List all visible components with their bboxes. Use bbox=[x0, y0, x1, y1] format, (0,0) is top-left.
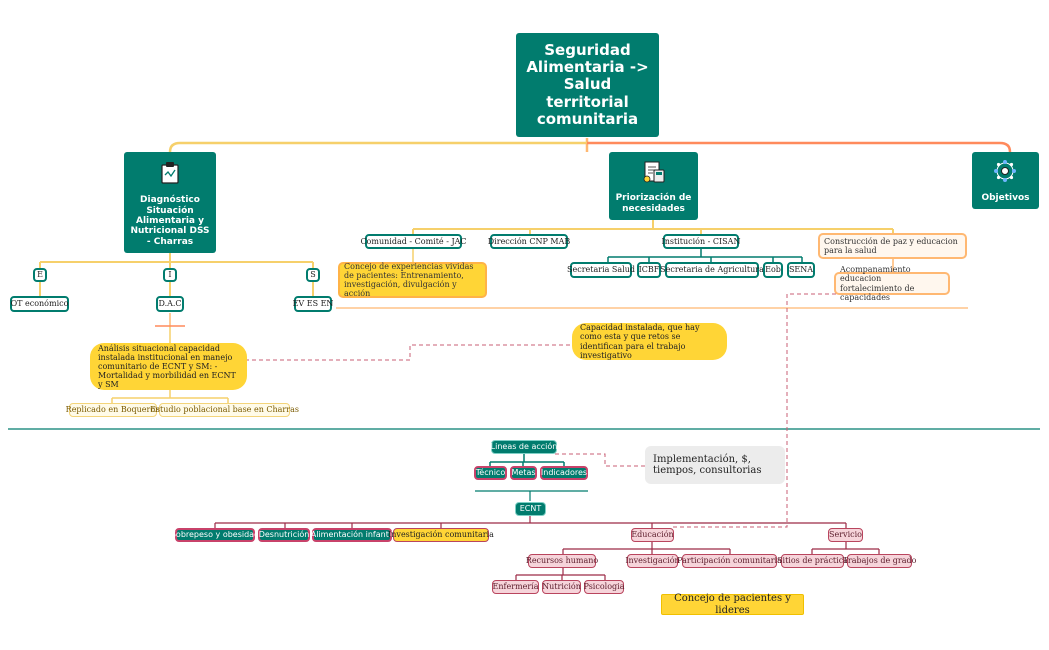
ecnt-sobrepeso[interactable]: Sobrepeso y obesidad bbox=[171, 528, 259, 542]
lineas-accion[interactable]: Lineas de acción bbox=[491, 440, 557, 454]
serv-trabajos-grado[interactable]: Trabajos de grado bbox=[843, 554, 916, 568]
replicado-boqueron[interactable]: Replicado en Boqueron bbox=[66, 403, 160, 417]
capacidad-text: Capacidad instalada, que hay como esta y… bbox=[580, 323, 700, 360]
concejo-pacientes-text: Concejo de pacientes y lideres bbox=[674, 593, 791, 616]
network-icon bbox=[994, 160, 1016, 182]
ecnt-educacion[interactable]: Educación bbox=[631, 528, 674, 542]
cisan-sena[interactable]: SENA bbox=[787, 262, 815, 278]
root-topic[interactable]: Seguridad Alimentaria -> Salud territori… bbox=[516, 33, 659, 137]
clipboard-icon bbox=[161, 162, 179, 184]
diag-letter-e[interactable]: E bbox=[33, 268, 47, 282]
acompanamiento-text: Acompanamiento educacion fortalecimiento… bbox=[840, 265, 915, 302]
serv-sitios-practica[interactable]: Sitios de práctica bbox=[777, 554, 848, 568]
construccion-paz-text: Construcción de paz y educacion para la … bbox=[824, 236, 958, 255]
rh-enfermeria[interactable]: Enfermería bbox=[492, 580, 539, 594]
estudio-poblacional[interactable]: Estudio poblacional base en Charras bbox=[150, 403, 299, 417]
ecnt-servicio[interactable]: Servicio bbox=[828, 528, 863, 542]
diag-ev-es-en[interactable]: EV ES EN bbox=[293, 296, 333, 312]
rh-psicologia[interactable]: Psicologia bbox=[584, 580, 624, 594]
diag-letter-i[interactable]: I bbox=[163, 268, 177, 282]
institucion-cisan[interactable]: Institución - CISAN bbox=[662, 234, 740, 249]
cisan-eob[interactable]: Eob bbox=[763, 262, 783, 278]
diag-dac[interactable]: D.A.C bbox=[156, 296, 184, 312]
ecnt-desnutricion[interactable]: Desnutrición bbox=[258, 528, 310, 542]
direccion-cnp-mab[interactable]: Dirección CNP MAB bbox=[488, 234, 570, 249]
cisan-secretaria-salud[interactable]: Secretaria Salud bbox=[567, 262, 635, 278]
linea-metas[interactable]: Metas bbox=[510, 466, 537, 480]
concejo-pacientes-lideres[interactable]: Concejo de pacientes y lideres bbox=[661, 593, 804, 616]
edu-participacion[interactable]: Participación comunitaria bbox=[677, 554, 782, 568]
construccion-paz[interactable]: Construcción de paz y educacion para la … bbox=[818, 233, 967, 259]
root-title: Seguridad Alimentaria -> Salud territori… bbox=[526, 40, 649, 128]
branch-objetivos-title: Objetivos bbox=[981, 192, 1030, 203]
ecnt-topic[interactable]: ECNT bbox=[515, 502, 546, 516]
edu-investigacion[interactable]: Investigación bbox=[625, 554, 680, 568]
linea-indicadores[interactable]: Indicadores bbox=[540, 466, 588, 480]
branch-priorizacion-title: Priorización de necesidades bbox=[615, 193, 692, 214]
cisan-icbf[interactable]: ICBF bbox=[637, 262, 661, 278]
diag-ot-economico[interactable]: OT económico bbox=[10, 296, 69, 312]
acompanamiento[interactable]: Acompanamiento educacion fortalecimiento… bbox=[834, 265, 950, 302]
calculator-document-icon bbox=[643, 161, 665, 183]
ecnt-alimentacion-infantil[interactable]: Alimentación infantil bbox=[311, 528, 393, 542]
linea-tecnico[interactable]: Técnico bbox=[474, 466, 507, 480]
implementacion-text: Implementación, $, tiempos, consultorias bbox=[653, 453, 762, 477]
concejo-experiencias[interactable]: Concejo de experiencias vividas de pacie… bbox=[338, 262, 487, 298]
analisis-situacional[interactable]: Análisis situacional capacidad instalada… bbox=[90, 343, 247, 390]
comunidad-comite-jac[interactable]: Comunidad - Comité - JAC bbox=[360, 234, 467, 249]
edu-recursos-humano[interactable]: Recursos humano bbox=[526, 554, 598, 568]
analisis-text: Análisis situacional capacidad instalada… bbox=[98, 343, 236, 390]
cisan-secretaria-agricultura[interactable]: Secretaria de Agricultura bbox=[660, 262, 764, 278]
implementacion[interactable]: Implementación, $, tiempos, consultorias bbox=[645, 446, 785, 484]
rh-nutricion[interactable]: Nutrición bbox=[542, 580, 581, 594]
concejo-experiencias-text: Concejo de experiencias vividas de pacie… bbox=[344, 261, 474, 299]
diag-letter-s[interactable]: S bbox=[306, 268, 320, 282]
capacidad-instalada[interactable]: Capacidad instalada, que hay como esta y… bbox=[572, 323, 727, 360]
ecnt-investigacion-comunitaria[interactable]: Investigación comunitaria bbox=[388, 528, 494, 542]
branch-diagnostico[interactable]: Diagnóstico Situación Alimentaria y Nutr… bbox=[124, 152, 216, 253]
branch-diagnostico-title: Diagnóstico Situación Alimentaria y Nutr… bbox=[130, 195, 210, 247]
